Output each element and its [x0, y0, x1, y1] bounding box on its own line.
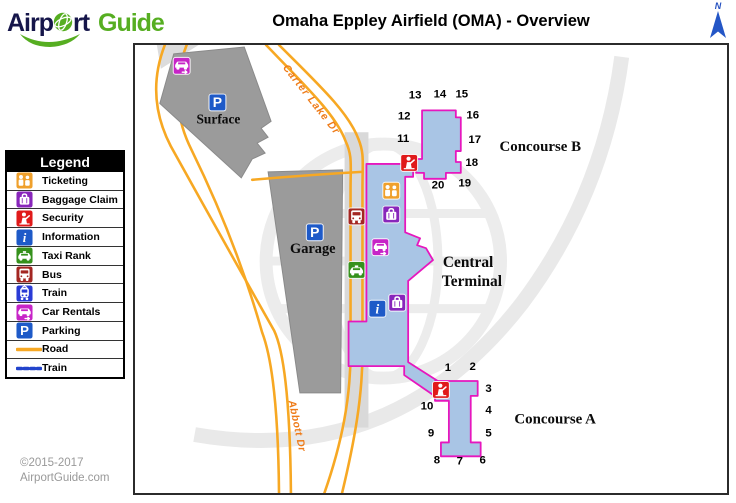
gate-9-concourse-a: 9 — [428, 428, 434, 440]
map-baggage-claim-icon — [388, 293, 407, 312]
legend-item-parking: P Parking — [7, 320, 123, 340]
legend-item-label: Baggage Claim — [42, 193, 118, 206]
north-arrow-icon — [710, 11, 726, 38]
gate-6-concourse-a: 6 — [479, 454, 485, 466]
label-central-terminal-line1: Central — [443, 254, 493, 271]
car-rentals-icon — [16, 303, 42, 321]
label-concourse-a: Concourse A — [514, 412, 596, 428]
legend-item-road-line: Road — [7, 339, 123, 359]
central-terminal-shape — [347, 163, 442, 398]
information-icon: i — [16, 229, 42, 246]
legend-item-label: Security — [42, 212, 84, 225]
gate-3-concourse-a: 3 — [485, 383, 491, 395]
legend-item-label: Taxi Rank — [42, 249, 91, 262]
gate-5-concourse-a: 5 — [485, 428, 492, 440]
gate-10-concourse-a: 10 — [421, 401, 434, 413]
ticketing-icon — [16, 172, 42, 189]
legend-title: Legend — [7, 152, 123, 172]
gate-14-concourse-b: 14 — [434, 89, 447, 101]
gate-4-concourse-a: 4 — [485, 405, 492, 417]
gate-17-concourse-b: 17 — [468, 134, 481, 146]
label-garage: Garage — [290, 241, 336, 257]
label-surface: Surface — [196, 111, 240, 126]
gate-7-concourse-a: 7 — [457, 455, 463, 467]
copyright-site: AirportGuide.com — [20, 472, 110, 484]
copyright: ©2015-2017 AirportGuide.com — [20, 456, 109, 486]
legend-item-label: Road — [42, 343, 69, 356]
north-indicator: N — [704, 1, 732, 43]
globe-icon — [53, 12, 73, 32]
logo-rt-text: rt — [73, 9, 91, 37]
legend-item-label: Ticketing — [42, 174, 88, 187]
north-label: N — [714, 1, 722, 11]
legend-item-label: Bus — [42, 268, 62, 281]
baggage-claim-icon — [16, 191, 42, 208]
map-parking-icon: P — [208, 93, 227, 112]
svg-text:P: P — [213, 94, 222, 110]
logo-swoosh — [20, 34, 80, 47]
road-carter — [250, 45, 365, 493]
gate-19-concourse-b: 19 — [458, 178, 471, 190]
logo-airport-text: Airp — [7, 9, 54, 37]
gate-18-concourse-b: 18 — [465, 157, 478, 169]
map-baggage-claim-icon — [382, 205, 401, 224]
gate-15-concourse-b: 15 — [455, 89, 468, 101]
legend-item-label: Train — [42, 362, 68, 375]
taxi-rank-icon — [16, 247, 42, 264]
train-line-icon — [16, 360, 42, 377]
map-parking-icon: P — [305, 223, 324, 242]
surface-lot-shape — [159, 46, 272, 179]
concourse-b-shape — [415, 109, 462, 180]
map-security-icon — [400, 154, 419, 172]
legend-item-label: Information — [42, 231, 100, 244]
road-line-icon — [16, 341, 42, 358]
gate-2-concourse-a: 2 — [470, 361, 476, 373]
map-car-rentals-icon — [172, 56, 191, 75]
page-title: Omaha Eppley Airfield (OMA) - Overview — [272, 12, 590, 30]
legend-item-bus: Bus — [7, 264, 123, 284]
legend-item-information: i Information — [7, 227, 123, 246]
legend-item-label: Car Rentals — [42, 306, 101, 318]
map-car-rentals-icon — [371, 238, 390, 257]
legend-item-train: Train — [7, 283, 123, 303]
parking-icon: P — [16, 322, 42, 339]
map-information-icon: i — [368, 299, 387, 318]
garage-shape — [267, 169, 344, 394]
legend-item-label: Train — [42, 287, 68, 300]
gate-11-concourse-b: 11 — [397, 133, 410, 145]
concourse-a-shape — [434, 380, 482, 458]
gate-20-concourse-b: 20 — [432, 180, 445, 192]
gate-8-concourse-a: 8 — [434, 454, 440, 466]
legend-item-taxi-rank: Taxi Rank — [7, 245, 123, 265]
airportguide-logo[interactable]: Airp rt Guide — [6, 4, 206, 54]
map-bus-icon — [347, 207, 366, 226]
legend-item-label: Parking — [42, 324, 81, 337]
gate-1-concourse-a: 1 — [445, 362, 452, 374]
label-concourse-b: Concourse B — [500, 139, 582, 155]
legend-item-car-rentals: Car Rentals — [7, 302, 123, 321]
gate-12-concourse-b: 12 — [398, 110, 411, 122]
map-taxi-rank-icon — [347, 261, 366, 279]
bus-icon — [16, 266, 42, 283]
svg-text:i: i — [376, 302, 380, 317]
svg-text:P: P — [20, 323, 29, 338]
map-security-icon — [431, 381, 450, 399]
gate-13-concourse-b: 13 — [409, 90, 422, 102]
train-icon — [16, 285, 42, 302]
legend-item-ticketing: Ticketing — [7, 172, 123, 190]
map-ticketing-icon — [382, 181, 401, 200]
legend-item-security: Security — [7, 208, 123, 228]
svg-text:P: P — [310, 224, 319, 240]
legend-item-train-line: Train — [7, 358, 123, 378]
legend-item-baggage-claim: Baggage Claim — [7, 189, 123, 209]
security-icon — [16, 210, 42, 227]
copyright-years: ©2015-2017 — [20, 457, 84, 469]
gate-16-concourse-b: 16 — [466, 109, 479, 121]
logo-guide-text: Guide — [98, 9, 165, 37]
svg-text:i: i — [23, 231, 27, 245]
label-central-terminal-line2: Terminal — [442, 273, 502, 290]
